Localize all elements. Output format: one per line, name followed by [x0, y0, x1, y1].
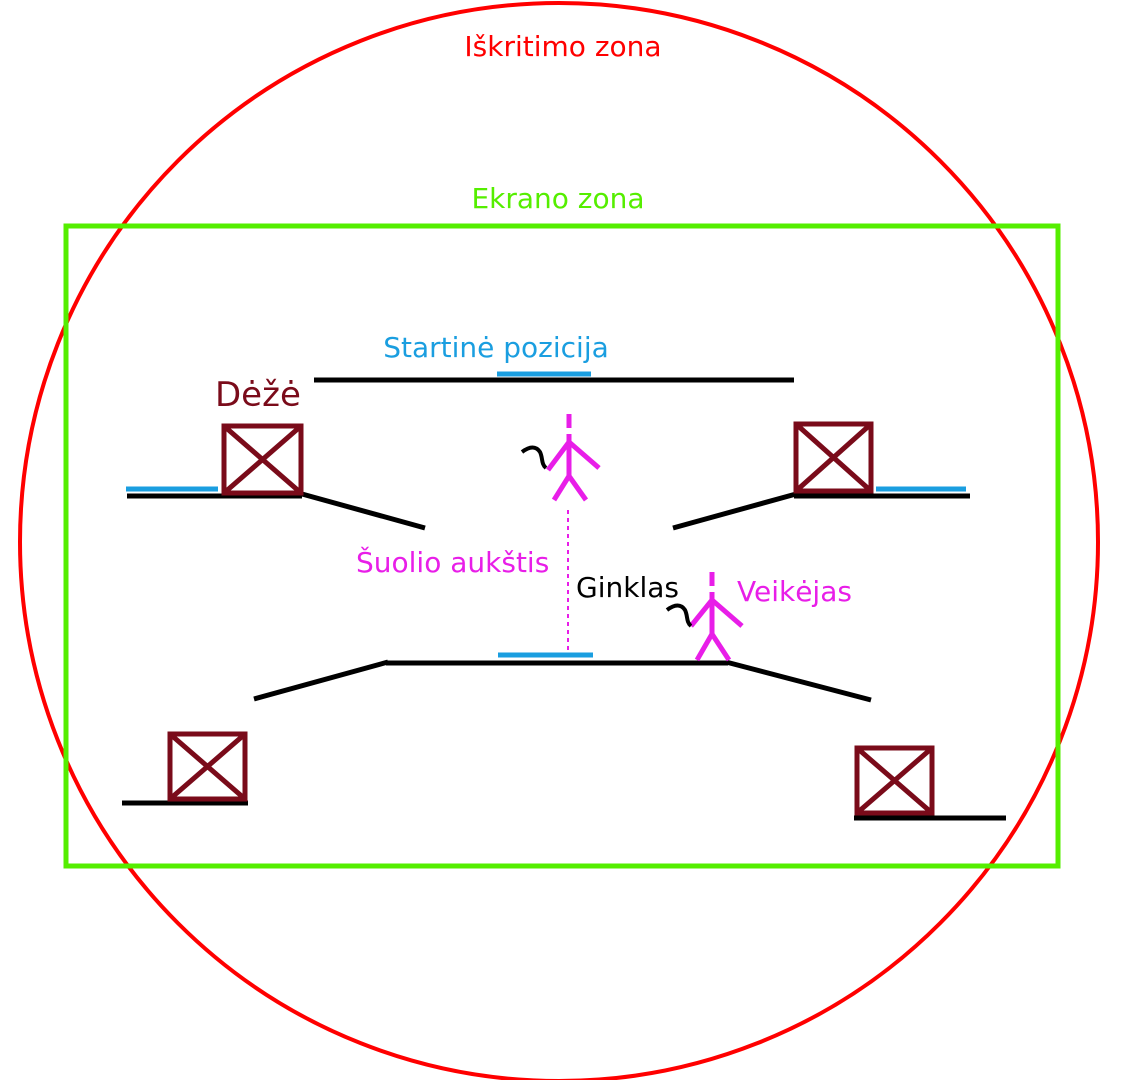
- screen-zone-rect: [63, 223, 1061, 869]
- weapon-label: Ginklas: [576, 571, 679, 604]
- box-right-middle: [793, 421, 874, 494]
- jump-height-label: Šuolio aukštis: [356, 545, 549, 579]
- start-position-label: Startinė pozicija: [383, 331, 609, 364]
- fall-zone-label: Iškritimo zona: [464, 30, 661, 63]
- weapon-icon-character: [665, 603, 693, 628]
- left-middle-ramp: [301, 491, 426, 531]
- bottom-right-ramp: [725, 659, 872, 703]
- box-label: Dėžė: [215, 375, 301, 415]
- character-jumping: [546, 414, 601, 502]
- box-lower-left: [167, 731, 248, 802]
- character-label: Veikėjas: [737, 575, 852, 608]
- fall-zone-circle: [18, 1, 1100, 1080]
- box-left-middle: [221, 423, 304, 496]
- character-standing: [689, 572, 744, 662]
- right-middle-ramp: [672, 491, 797, 531]
- box-lower-right: [854, 745, 935, 816]
- weapon-icon-top: [520, 445, 548, 470]
- screen-zone-label: Ekrano zona: [471, 182, 644, 215]
- bottom-left-ramp: [253, 659, 389, 702]
